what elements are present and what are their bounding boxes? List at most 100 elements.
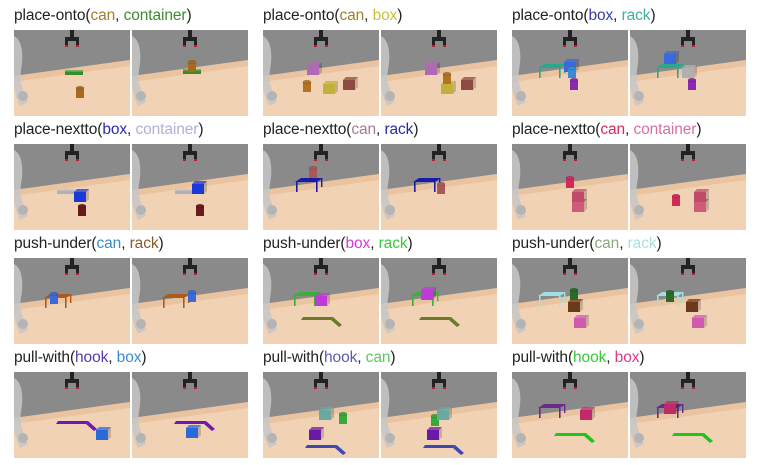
right-can bbox=[442, 71, 452, 84]
frame-pair bbox=[14, 372, 248, 458]
right-hook bbox=[672, 433, 713, 443]
task-arg2: box bbox=[372, 7, 398, 24]
left-robot-arm bbox=[263, 378, 277, 448]
right-gripper bbox=[681, 144, 695, 161]
right-gripper bbox=[183, 372, 197, 389]
right-gripper bbox=[432, 372, 446, 389]
right-box bbox=[686, 299, 701, 312]
right-robot-arm bbox=[630, 150, 644, 220]
left-box bbox=[574, 315, 589, 328]
frame-pair bbox=[14, 144, 248, 230]
left-box bbox=[309, 427, 324, 440]
task-arg1: can bbox=[90, 7, 116, 24]
task-verb: place-onto bbox=[14, 7, 86, 24]
left-gripper bbox=[65, 258, 79, 275]
left-gripper bbox=[65, 144, 79, 161]
left-robot-arm bbox=[14, 150, 28, 220]
task-label: pull-with(hook, box) bbox=[512, 349, 645, 366]
task-panel: pull-with(hook, can) bbox=[249, 346, 501, 458]
left-hook bbox=[301, 317, 342, 327]
right-robot-arm bbox=[381, 150, 395, 220]
task-label: pull-with(hook, box) bbox=[14, 349, 147, 366]
left-box bbox=[323, 81, 338, 94]
goal-frame bbox=[132, 30, 248, 116]
goal-frame bbox=[381, 372, 497, 458]
right-robot-arm bbox=[630, 264, 644, 334]
task-arg1: box bbox=[345, 235, 371, 252]
right-gripper bbox=[681, 372, 695, 389]
right-robot-arm bbox=[630, 378, 644, 448]
task-verb: push-under bbox=[512, 235, 590, 252]
task-panel: place-nextto(box, container) bbox=[0, 118, 252, 230]
right-box bbox=[421, 287, 436, 300]
left-hook bbox=[56, 421, 97, 431]
task-arg2: rack bbox=[378, 235, 408, 252]
frame-pair bbox=[512, 258, 746, 344]
left-gripper bbox=[563, 372, 577, 389]
initial-frame bbox=[14, 144, 130, 230]
task-arg2: rack bbox=[621, 7, 651, 24]
initial-frame bbox=[14, 30, 130, 116]
task-verb: pull-with bbox=[263, 349, 319, 366]
goal-frame bbox=[630, 258, 746, 344]
task-arg2: rack bbox=[384, 121, 414, 138]
task-arg1: can bbox=[339, 7, 365, 24]
right-robot-arm bbox=[132, 264, 146, 334]
initial-frame bbox=[263, 372, 379, 458]
task-verb: pull-with bbox=[512, 349, 568, 366]
goal-frame bbox=[132, 372, 248, 458]
task-panel: pull-with(hook, box) bbox=[498, 346, 750, 458]
right-box bbox=[437, 407, 452, 420]
initial-frame bbox=[14, 372, 130, 458]
task-arg2: rack bbox=[129, 235, 159, 252]
left-robot-arm bbox=[512, 150, 526, 220]
left-can bbox=[569, 77, 579, 90]
initial-frame bbox=[512, 258, 628, 344]
right-gripper bbox=[183, 30, 197, 47]
left-robot-arm bbox=[512, 264, 526, 334]
task-arg1: can bbox=[96, 235, 122, 252]
task-verb: push-under bbox=[263, 235, 341, 252]
task-verb: place-nextto bbox=[14, 121, 98, 138]
frame-pair bbox=[263, 372, 497, 458]
task-panel: place-onto(box, rack) bbox=[498, 4, 750, 116]
left-can bbox=[308, 165, 318, 178]
left-gripper bbox=[563, 258, 577, 275]
right-can bbox=[671, 193, 681, 206]
right-box bbox=[664, 401, 679, 414]
task-label: push-under(can, rack) bbox=[512, 235, 662, 252]
left-box bbox=[307, 62, 322, 75]
left-gripper bbox=[314, 30, 328, 47]
right-can bbox=[195, 203, 205, 216]
task-verb: place-onto bbox=[263, 7, 335, 24]
left-gripper bbox=[563, 30, 577, 47]
task-label: pull-with(hook, can) bbox=[263, 349, 396, 366]
left-box bbox=[343, 77, 358, 90]
task-arg2: box bbox=[614, 349, 640, 366]
right-box bbox=[461, 77, 476, 90]
right-box bbox=[427, 427, 442, 440]
left-gripper bbox=[563, 144, 577, 161]
task-label: push-under(can, rack) bbox=[14, 235, 164, 252]
right-robot-arm bbox=[132, 36, 146, 106]
right-gripper bbox=[432, 30, 446, 47]
frame-pair bbox=[512, 30, 746, 116]
task-panel: place-onto(can, box) bbox=[249, 4, 501, 116]
left-box bbox=[96, 427, 111, 440]
right-can bbox=[436, 181, 446, 194]
right-gripper bbox=[183, 144, 197, 161]
frame-pair bbox=[512, 372, 746, 458]
right-robot-arm bbox=[381, 36, 395, 106]
right-gripper bbox=[432, 258, 446, 275]
task-panel: push-under(can, rack) bbox=[0, 232, 252, 344]
task-arg2: container bbox=[135, 121, 199, 138]
initial-frame bbox=[512, 30, 628, 116]
initial-frame bbox=[263, 258, 379, 344]
frame-pair bbox=[263, 30, 497, 116]
task-arg1: hook bbox=[324, 349, 358, 366]
task-panel: push-under(box, rack) bbox=[249, 232, 501, 344]
left-gripper bbox=[65, 372, 79, 389]
right-box bbox=[192, 181, 207, 194]
frame-pair bbox=[14, 258, 248, 344]
